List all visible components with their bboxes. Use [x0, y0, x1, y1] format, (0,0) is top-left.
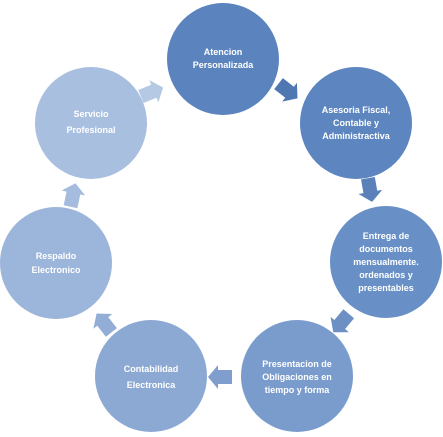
arrow-contabilidad-to-respaldo: [93, 313, 117, 337]
node-circle-entrega: [330, 206, 442, 318]
node-label-contabilidad: Contabilidad Electronica: [103, 355, 199, 399]
node-label-servicio: Servicio Profesional: [43, 100, 139, 144]
node-text-servicio: Servicio Profesional: [66, 109, 116, 135]
node-circle-presentacion: [241, 320, 353, 432]
node-text-contabilidad: Contabilidad Electronica: [123, 364, 179, 390]
node-text-presentacion: Presentacion de Obligaciones en tiempo y…: [262, 358, 332, 395]
node-text-respaldo: Respaldo Electronico: [31, 251, 81, 275]
node-label-respaldo: Respaldo Electronico: [8, 243, 104, 283]
arrow-asesoria-to-entrega: [358, 176, 383, 202]
node-label-presentacion: Presentacion de Obligaciones en tiempo y…: [246, 350, 348, 404]
node-circle-contabilidad: [95, 320, 207, 432]
arrow-servicio-to-atencion: [138, 80, 164, 103]
arrow-respaldo-to-servicio: [61, 183, 86, 209]
node-text-asesoria: Asesoria Fiscal, Contable y Administract…: [321, 104, 391, 141]
arrow-entrega-to-presentacion: [330, 309, 355, 333]
arrow-atencion-to-asesoria: [274, 78, 298, 102]
node-label-asesoria: Asesoria Fiscal, Contable y Administract…: [306, 96, 406, 150]
node-text-entrega: Entrega de documentos mensualmente. orde…: [353, 230, 419, 293]
node-circle-respaldo: [0, 207, 112, 319]
node-circle-servicio: [35, 67, 147, 179]
arrow-presentacion-to-contabilidad: [208, 365, 232, 389]
node-label-entrega: Entrega de documentos mensualmente. orde…: [338, 226, 434, 298]
node-circle-asesoria: [300, 67, 412, 179]
node-label-atencion: Atencion Personalizada: [175, 35, 271, 83]
node-circle-atencion: [167, 3, 279, 115]
node-text-atencion: Atencion Personalizada: [192, 47, 254, 70]
